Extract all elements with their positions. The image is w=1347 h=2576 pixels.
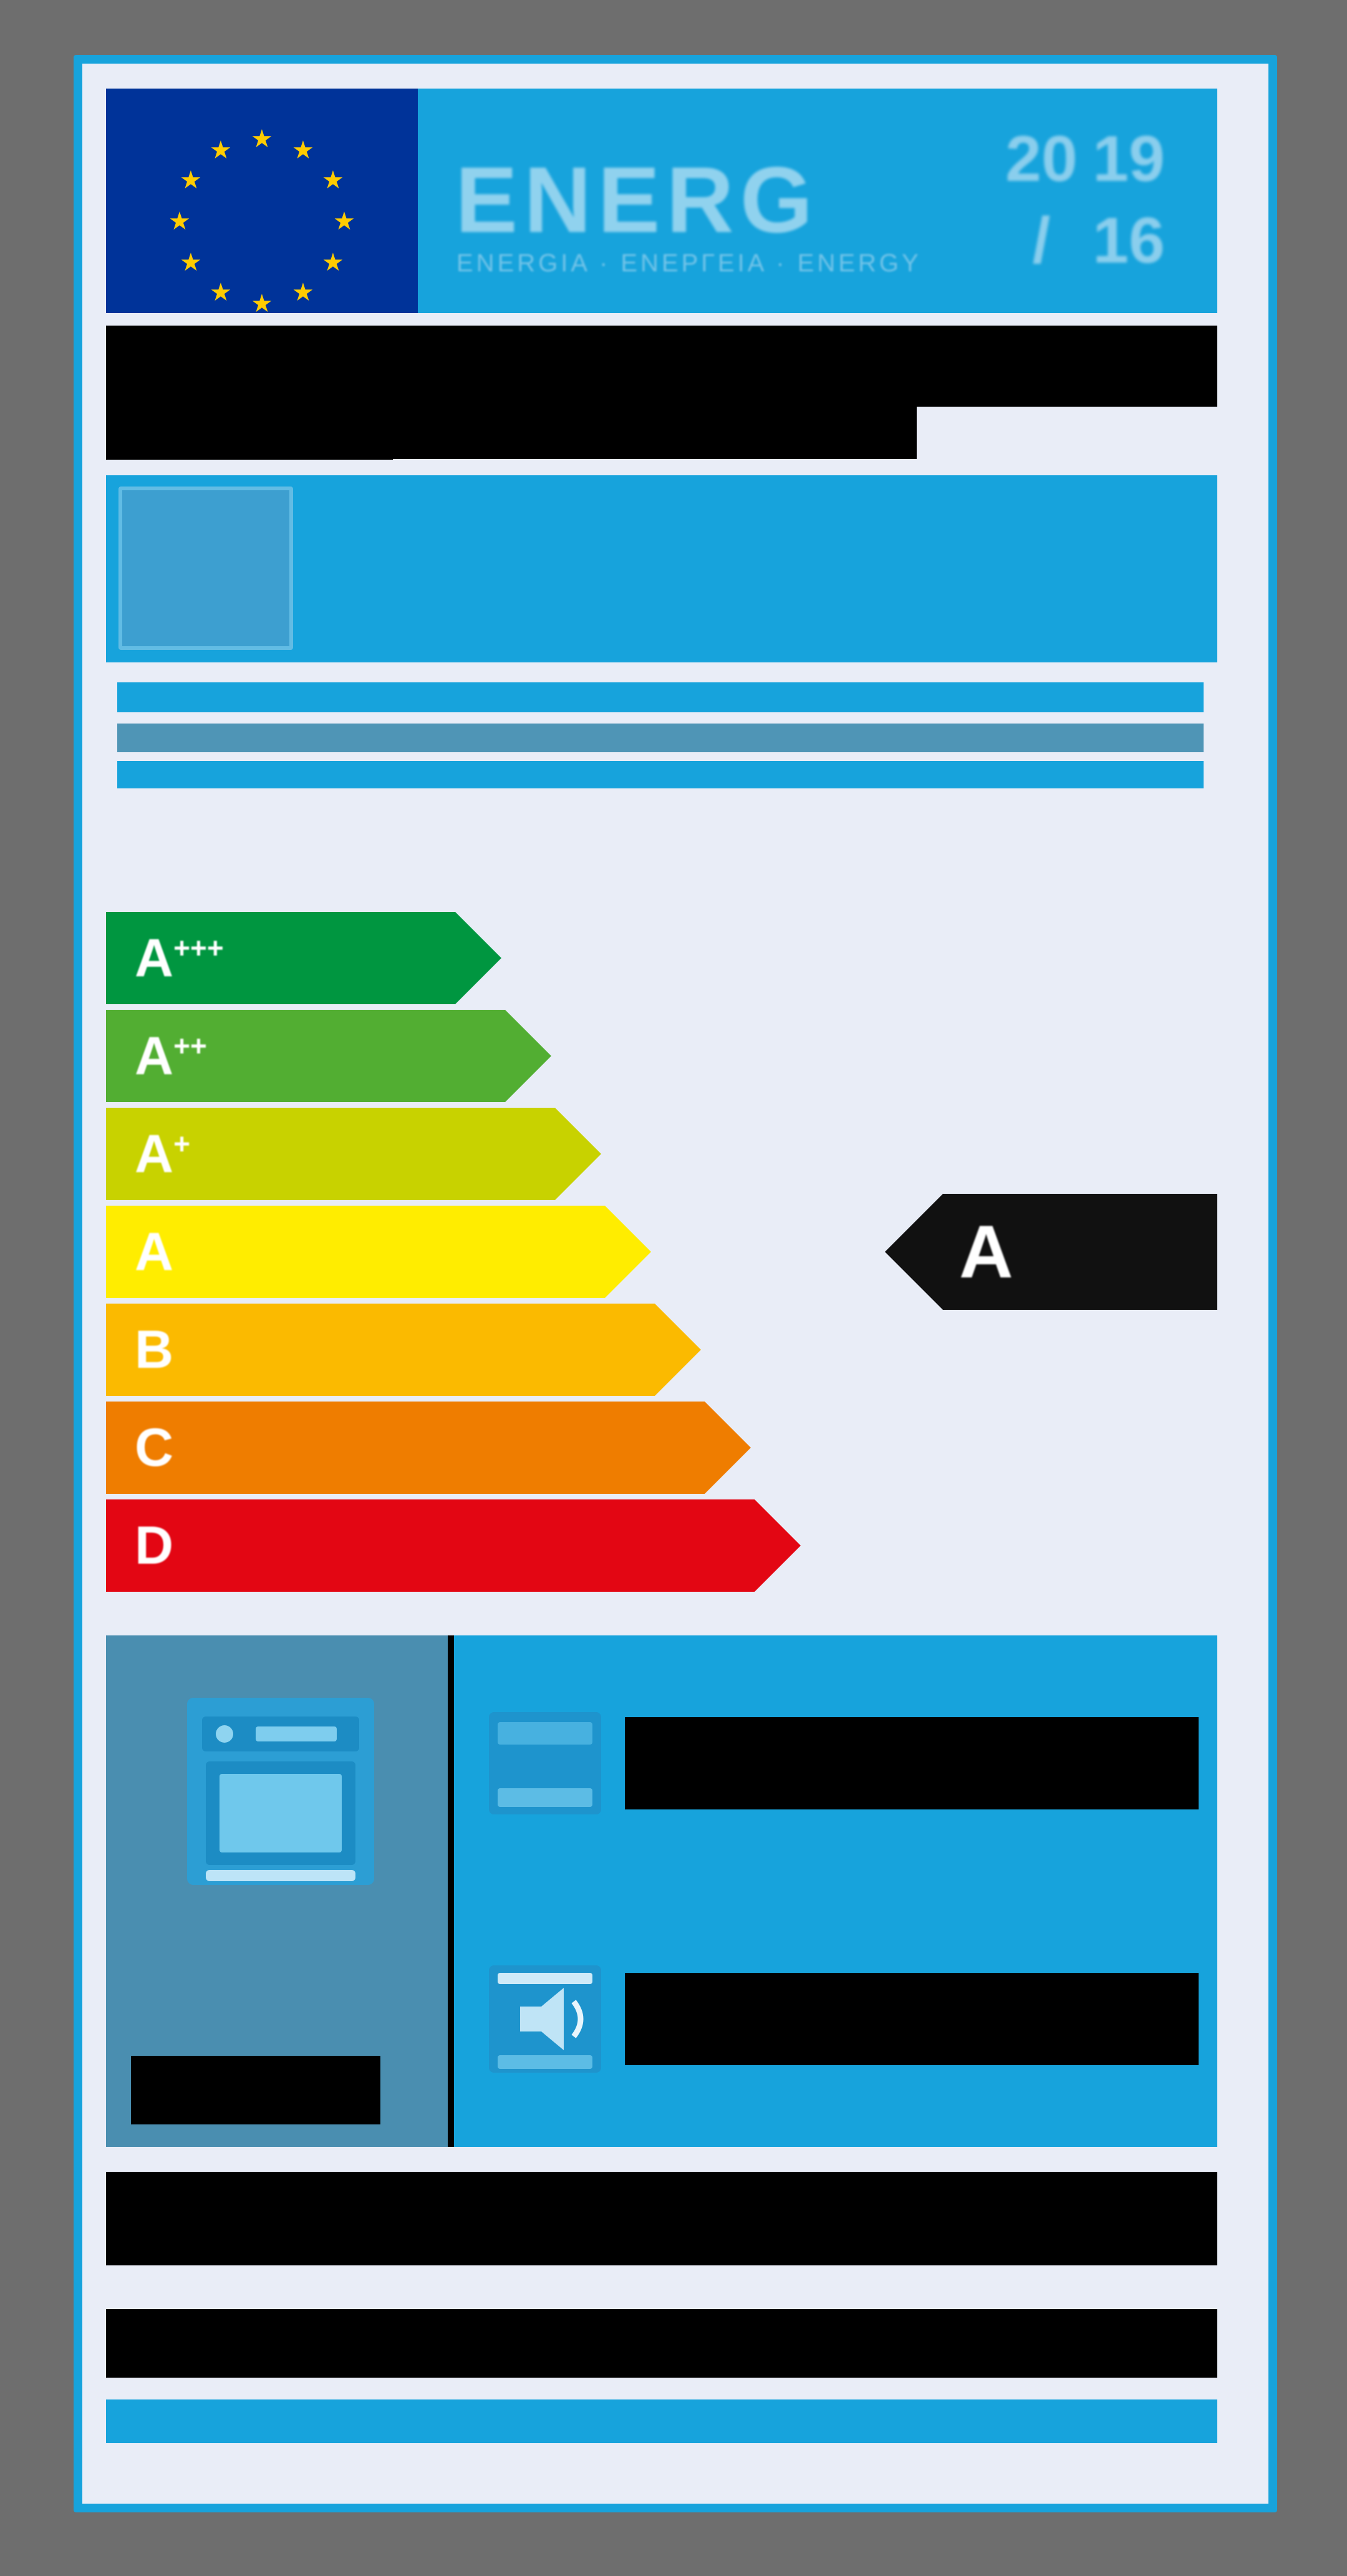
regulation-number: 20 19 / 16 [998,119,1172,282]
class-letter-a2: A++ [135,1025,207,1086]
energy-class-row: C [106,1402,1217,1494]
selected-class-arrow: A [885,1194,1217,1310]
eu-flag-icon: ★ ★ ★ ★ ★ ★ ★ ★ ★ ★ ★ ★ [106,89,418,316]
selected-class-letter: A [959,1210,1013,1294]
energ-subtitle: ENERGIA · ENEPГEIA · ENERGY [456,249,922,277]
energ-wordmark: ENERG [455,147,819,252]
supplier-info-block [106,475,1217,662]
energy-class-row: B [106,1304,1217,1396]
header-right: ENERG ENERGIA · ENEPГEIA · ENERGY 20 19 … [418,89,1217,313]
class-letter-a3: A+++ [135,927,224,988]
footer-text-line-1-redaction [106,2172,1217,2265]
energy-class-scale: A+++ A++ A+ A A [106,912,1217,1598]
class-letter-d: D [135,1515,174,1576]
reg-digit-4: 16 [1093,205,1165,277]
metric-row [454,1635,1217,1891]
oven-icon [181,1692,380,1897]
volume-icon [476,1701,614,1826]
sound-icon [476,1957,614,2081]
metric-value-redaction [625,1973,1199,2065]
label-header: ★ ★ ★ ★ ★ ★ ★ ★ ★ ★ ★ ★ ENERG ENERGIA · … [106,89,1217,316]
energy-label-card: ★ ★ ★ ★ ★ ★ ★ ★ ★ ★ ★ ★ ENERG ENERGIA · … [74,55,1277,2512]
reg-digit-2: 19 [1093,123,1165,195]
supplier-subinfo-block [106,675,1217,800]
model-redaction [106,326,393,460]
energy-class-row: A+++ [106,912,1217,1004]
footer-accent-strip [106,2399,1217,2443]
class-letter-c: C [135,1417,174,1478]
info-bar-2 [117,724,1204,752]
info-bar-1 [117,682,1204,712]
footer-text-line-2-redaction [106,2309,1217,2378]
class-letter-b: B [135,1319,174,1380]
metrics-pane [454,1635,1217,2147]
appliance-data-panel [106,1635,1217,2147]
metric-row [454,1891,1217,2147]
brand-model-band: BEKO [106,326,1217,463]
energy-class-row: D [106,1499,1217,1592]
energy-class-row: A+ [106,1108,1217,1200]
info-pictogram-icon [118,487,293,650]
capacity-value-redaction [131,2056,380,2124]
reg-digit-1: 20 [1005,123,1078,195]
class-letter-a1: A+ [135,1123,190,1184]
class-letter-a: A [135,1221,174,1282]
brand-redaction-4 [767,333,1217,407]
metric-value-redaction [625,1717,1199,1809]
panel-divider [448,1635,454,2147]
reg-digit-3: / [1032,205,1051,277]
energy-class-row: A++ [106,1010,1217,1102]
info-bar-3 [117,761,1204,788]
capacity-pane [106,1635,448,2147]
energy-class-row-selected: A A [106,1194,1217,1310]
